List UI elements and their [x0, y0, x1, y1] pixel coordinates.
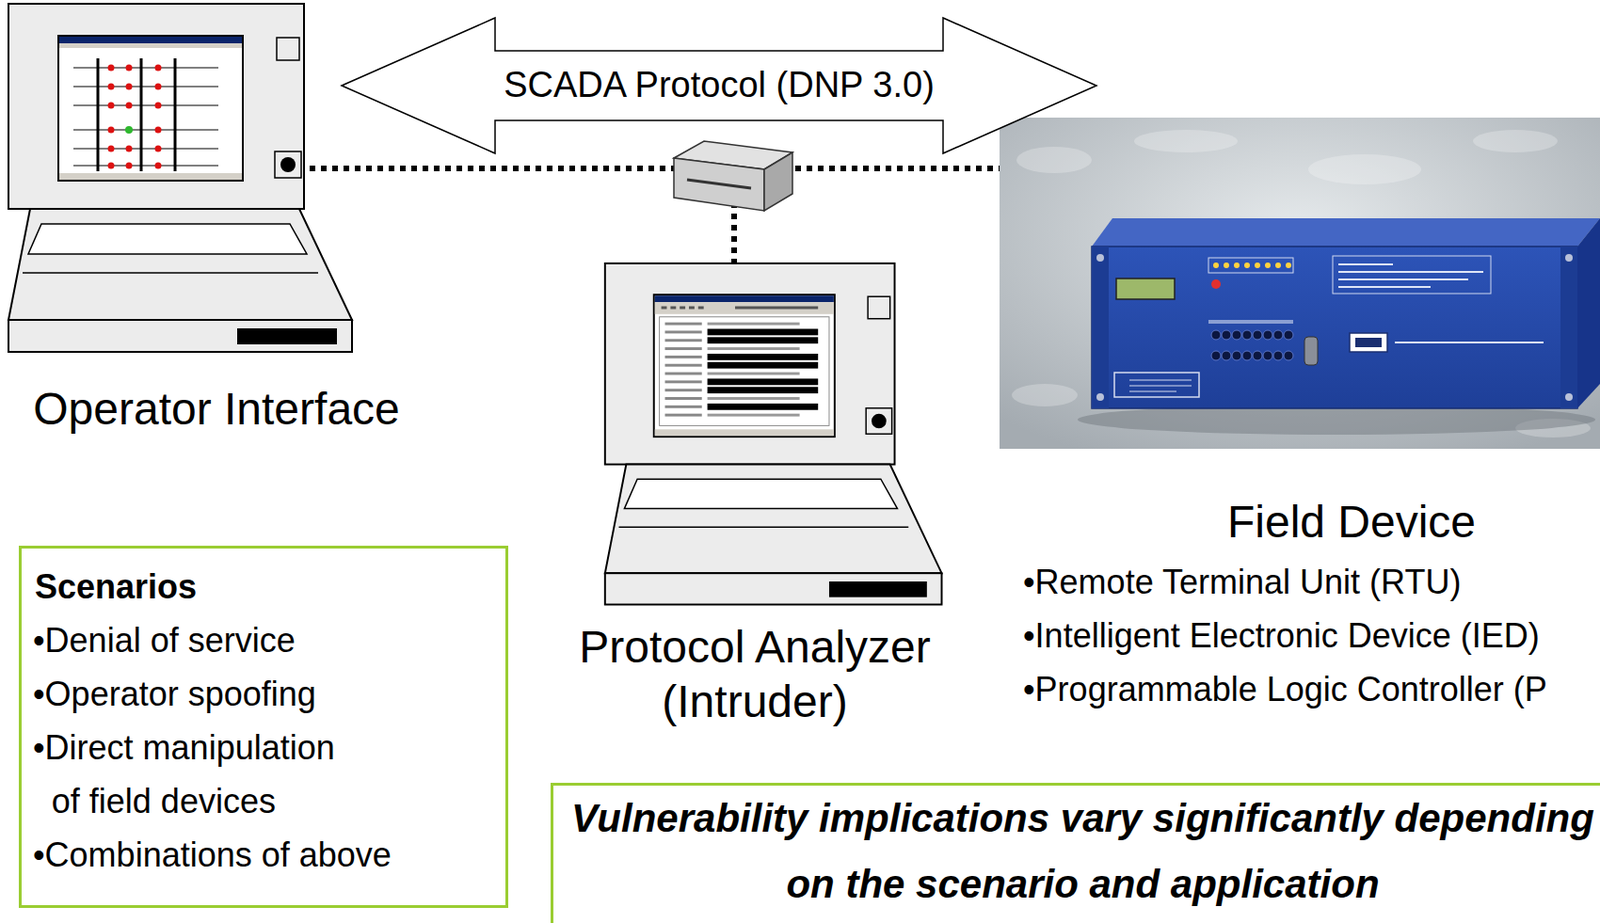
device-front [1091, 246, 1578, 409]
hex-offsets [665, 322, 703, 417]
analyzer-screen [655, 295, 834, 436]
maker-logo [1349, 333, 1388, 352]
scenario-box: Scenarios•Denial of service•Operator spo… [18, 545, 509, 909]
nameplate-lines [1338, 264, 1484, 288]
status-bar [655, 429, 834, 436]
device-label: Operator Interface [0, 382, 433, 437]
status-bar [59, 173, 242, 180]
box-heading: Scenarios [34, 560, 197, 614]
text-slot: Vulnerability implications vary signific… [562, 785, 1600, 918]
warning-lines [1129, 380, 1192, 392]
text-slot: •Intelligent Electronic Device (IED) [1023, 608, 1540, 663]
operator-workstation: Operator Interface [0, 0, 433, 443]
note-box: Vulnerability implications vary signific… [550, 783, 1600, 923]
photo-background [999, 117, 1600, 449]
scenario-item: •Operator spoofing [32, 667, 317, 721]
breaker-closed [125, 126, 133, 134]
title-bar [59, 36, 242, 44]
capture-window [659, 317, 830, 427]
maker-logo-mark [1355, 337, 1382, 348]
screw [1096, 254, 1104, 262]
warning-label [1114, 372, 1200, 398]
serial-port [1304, 336, 1318, 366]
lcd-display [1116, 278, 1175, 300]
text-slot: •Denial of service [32, 613, 296, 668]
one-line-buses [97, 58, 176, 172]
device-label: Field Device [1116, 495, 1587, 550]
status-leds [1213, 262, 1292, 269]
text-slot: Field Device [1116, 495, 1587, 550]
device-top [1091, 218, 1600, 247]
hex-bytes [707, 322, 800, 417]
laptop-outline [8, 3, 352, 352]
field-device: Field Device•Remote Terminal Unit (RTU)•… [999, 117, 1600, 720]
keypad [1211, 330, 1294, 361]
tap-slot [687, 179, 752, 189]
trip-led [1211, 279, 1221, 289]
title-bar [655, 295, 834, 303]
text-slot: •Programmable Logic Controller (P [1023, 662, 1548, 717]
button-legend [1208, 320, 1294, 324]
menu-bar [59, 43, 242, 48]
captured-frames [707, 329, 819, 411]
device-shadow [1077, 404, 1596, 435]
maker-name-line [1394, 341, 1544, 344]
rack-ear [1560, 246, 1578, 409]
text-slot: Scenarios [34, 560, 197, 614]
text-slot: •Remote Terminal Unit (RTU) [1023, 555, 1461, 609]
led-panel [1208, 257, 1294, 273]
tap-side [764, 152, 793, 211]
photo-texture [1011, 129, 1591, 438]
text-slot: •Operator spoofing [32, 667, 317, 721]
tap-line [731, 202, 737, 264]
text-slot: •Direct manipulation of field devices [32, 720, 341, 829]
relay-photo [999, 117, 1600, 449]
protocol-arrow [341, 17, 1097, 154]
screw [1096, 393, 1104, 401]
text-slot: Operator Interface [0, 382, 433, 437]
text-slot: •Combinations of above [32, 828, 392, 882]
tap-front [673, 158, 765, 211]
laptop-outline [605, 263, 943, 606]
label-slot: SCADA Protocol (DNP 3.0) [499, 64, 939, 108]
network-tap [673, 141, 793, 211]
scenario-item: •Denial of service [32, 613, 296, 668]
device-type: •Intelligent Electronic Device (IED) [1023, 608, 1540, 663]
intruder-laptop [605, 263, 943, 606]
screw [1565, 254, 1573, 262]
hmi-screen [59, 36, 242, 180]
device-side [1577, 218, 1600, 409]
serial-link [309, 165, 1000, 172]
nameplate [1332, 256, 1491, 294]
toolbar [655, 302, 834, 315]
operator-laptop [8, 3, 352, 352]
breaker-symbols [108, 64, 162, 170]
intruder-workstation: Protocol Analyzer (Intruder) [547, 254, 962, 678]
text-slot: Protocol Analyzer (Intruder) [547, 620, 962, 730]
toolbar-icons [661, 305, 819, 309]
protocol-label: SCADA Protocol (DNP 3.0) [499, 64, 939, 108]
rack-ear [1091, 246, 1109, 409]
device-type: •Programmable Logic Controller (P [1023, 662, 1548, 717]
note-text: Vulnerability implications vary signific… [562, 785, 1600, 918]
scenario-item: •Direct manipulation of field devices [32, 720, 341, 829]
device-label: Protocol Analyzer (Intruder) [547, 620, 962, 730]
screw [1565, 393, 1573, 401]
scenario-item: •Combinations of above [32, 828, 392, 882]
one-line-feeders [73, 67, 219, 166]
connectors [309, 17, 1097, 169]
device-type: •Remote Terminal Unit (RTU) [1023, 555, 1461, 609]
